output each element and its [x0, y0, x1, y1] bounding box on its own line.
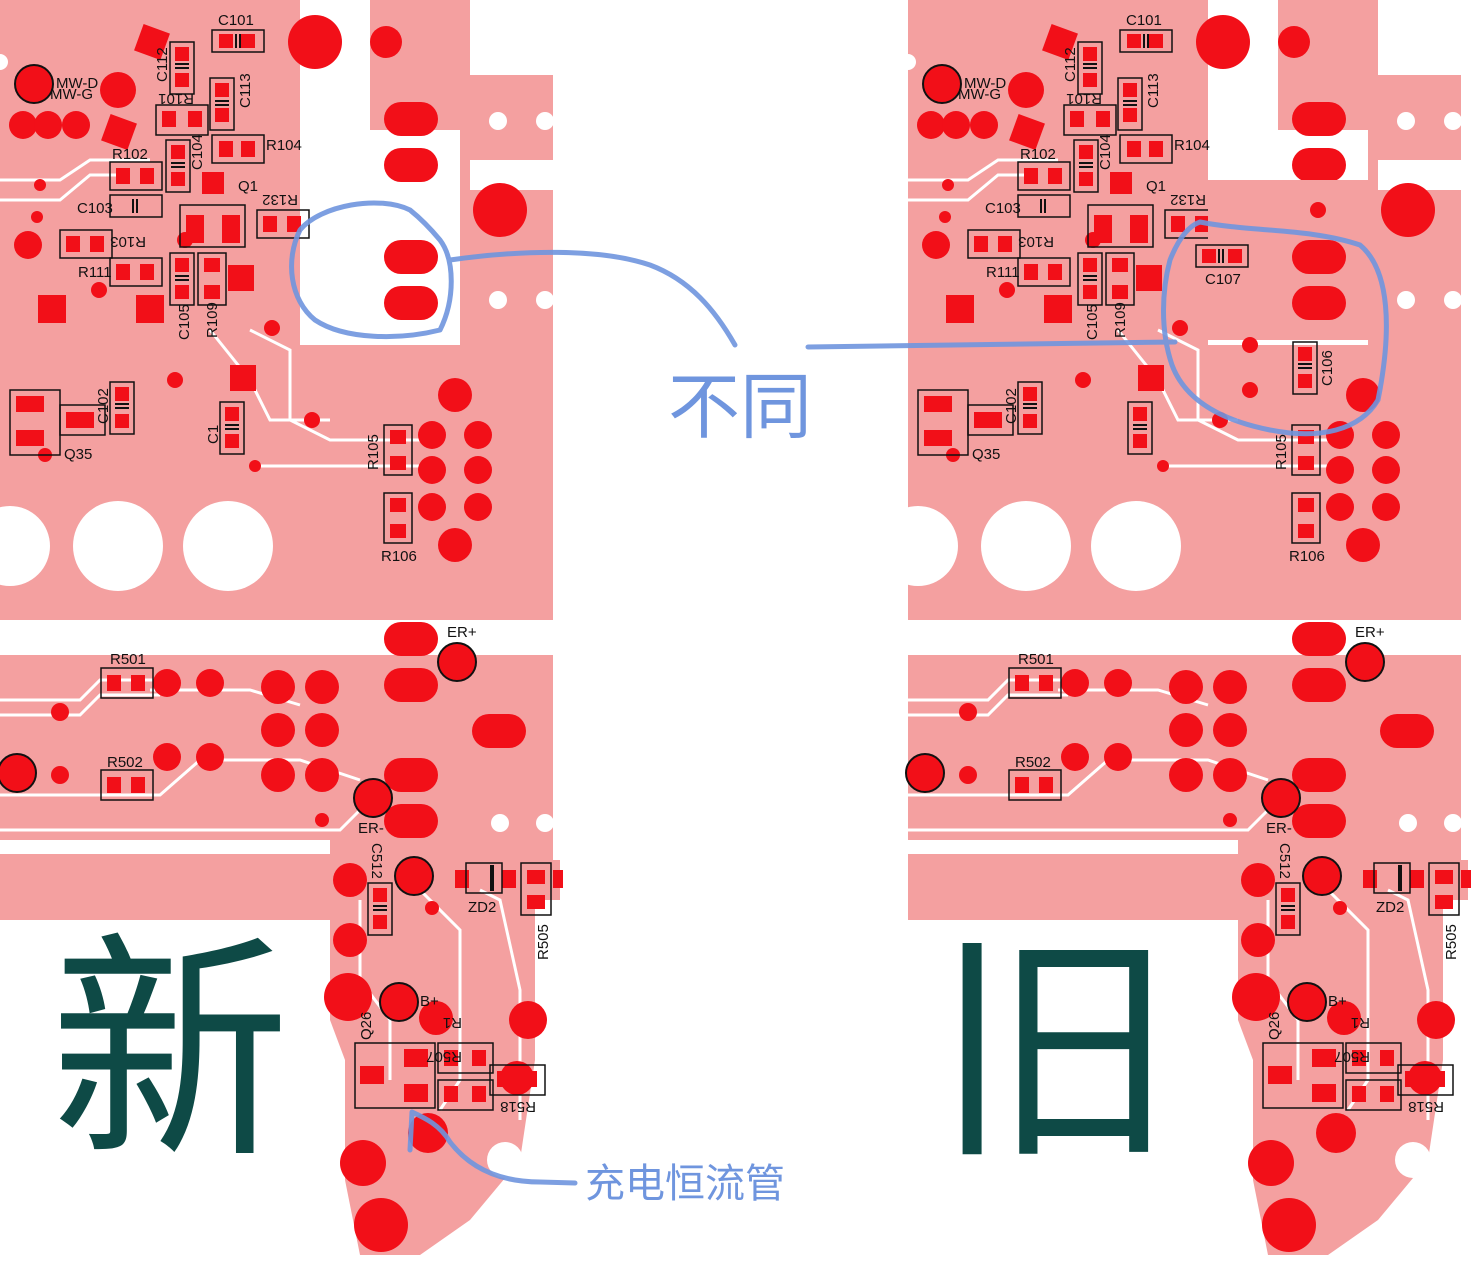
label-c101: C101	[1126, 12, 1162, 29]
label-c104: C104	[189, 134, 206, 170]
label-r104: R104	[1174, 137, 1210, 154]
label-r507: R507	[1334, 1048, 1370, 1065]
label-r501: R501	[110, 651, 146, 668]
label-q35: Q35	[64, 446, 92, 463]
label-r132: R132	[262, 191, 298, 208]
label-c102: C102	[95, 388, 112, 424]
label-mw-g: MW-G	[958, 86, 1001, 103]
label-c512: C512	[368, 843, 385, 879]
label-c105: C105	[176, 304, 193, 340]
label-c101: C101	[218, 12, 254, 29]
label-r102: R102	[1020, 146, 1056, 163]
label-zd2: ZD2	[468, 899, 496, 916]
label-r111: R111	[986, 264, 1020, 281]
label-r502: R502	[1015, 754, 1051, 771]
label-c103: C103	[985, 200, 1021, 217]
label-r102: R102	[112, 146, 148, 163]
label-er-plus: ER+	[447, 624, 477, 641]
label-r505: R505	[1443, 924, 1460, 960]
label-r1: R1	[1351, 1014, 1370, 1031]
label-er-minus: ER-	[1266, 820, 1292, 837]
label-r1: R1	[443, 1014, 462, 1031]
label-r106: R106	[1289, 548, 1325, 565]
label-q26: Q26	[358, 1012, 375, 1040]
label-c512: C512	[1276, 843, 1293, 879]
label-c102: C102	[1003, 388, 1020, 424]
label-mw-g: MW-G	[50, 86, 93, 103]
label-r106: R106	[381, 548, 417, 565]
charge-transistor-pointer	[407, 1109, 578, 1186]
label-c104: C104	[1097, 134, 1114, 170]
new-board-title: 新	[50, 912, 290, 1192]
label-er-minus: ER-	[358, 820, 384, 837]
label-r105: R105	[1273, 434, 1290, 470]
label-r101: R101	[1066, 90, 1102, 107]
label-r103: R103	[110, 233, 146, 250]
label-r103: R103	[1018, 233, 1054, 250]
difference-connector-right	[805, 339, 1178, 350]
new-board-bottom-labels: ER+ R501 R502 ER- C512 ZD2 R505 B+ Q26 R…	[107, 624, 552, 1115]
annotations	[289, 200, 1389, 1186]
label-r132: R132	[1170, 191, 1206, 208]
label-q26: Q26	[1266, 1012, 1283, 1040]
label-c106: C106	[1319, 350, 1336, 386]
label-c103: C103	[77, 200, 113, 217]
label-zd2: ZD2	[1376, 899, 1404, 916]
label-q35: Q35	[972, 446, 1000, 463]
label-c113: C113	[1145, 73, 1162, 108]
old-board: C101 C112 R101 C113 R104 R102 C104 Q1 C1…	[876, 0, 1473, 1257]
label-c1: C1	[205, 425, 222, 444]
label-q1: Q1	[1146, 178, 1166, 195]
label-r109: R109	[1112, 302, 1129, 338]
label-r109: R109	[204, 302, 221, 338]
label-r501: R501	[1018, 651, 1054, 668]
label-c105: C105	[1084, 304, 1101, 340]
label-r104: R104	[266, 137, 302, 154]
new-board: C101 C112 R101 C113 R104 R102 C104 Q1 C1…	[0, 0, 565, 1257]
label-r518: R518	[1408, 1098, 1444, 1115]
label-r101: R101	[158, 90, 194, 107]
label-c112: C112	[154, 47, 171, 82]
label-r507: R507	[426, 1048, 462, 1065]
label-r105: R105	[365, 434, 382, 470]
new-board-highlight-loop	[289, 200, 454, 340]
label-r111: R111	[78, 264, 112, 281]
label-er-plus: ER+	[1355, 624, 1385, 641]
label-c107: C107	[1205, 271, 1241, 288]
difference-annotation-text: 不同	[668, 365, 812, 449]
old-board-title: 旧	[935, 912, 1175, 1192]
old-board-bottom-labels: ER+ R501 R502 ER- C512 ZD2 R505 B+ Q26 R…	[1015, 624, 1460, 1115]
label-c113: C113	[237, 73, 254, 108]
charge-transistor-annotation-text: 充电恒流管	[585, 1161, 785, 1207]
label-r502: R502	[107, 754, 143, 771]
label-b-plus: B+	[420, 993, 439, 1010]
label-r505: R505	[535, 924, 552, 960]
label-b-plus: B+	[1328, 993, 1347, 1010]
label-q1: Q1	[238, 178, 258, 195]
label-mw-d: MW-D	[964, 75, 1006, 92]
new-board-top-labels: C101 C112 R101 C113 R104 R102 C104 Q1 C1…	[50, 12, 417, 565]
label-c112: C112	[1062, 47, 1079, 82]
label-mw-d: MW-D	[56, 75, 98, 92]
label-r518: R518	[500, 1098, 536, 1115]
difference-connector-left	[447, 249, 738, 348]
old-board-top-labels: C101 C112 R101 C113 R104 R102 C104 Q1 C1…	[958, 12, 1336, 565]
old-board-highlight-loop	[1161, 219, 1389, 437]
